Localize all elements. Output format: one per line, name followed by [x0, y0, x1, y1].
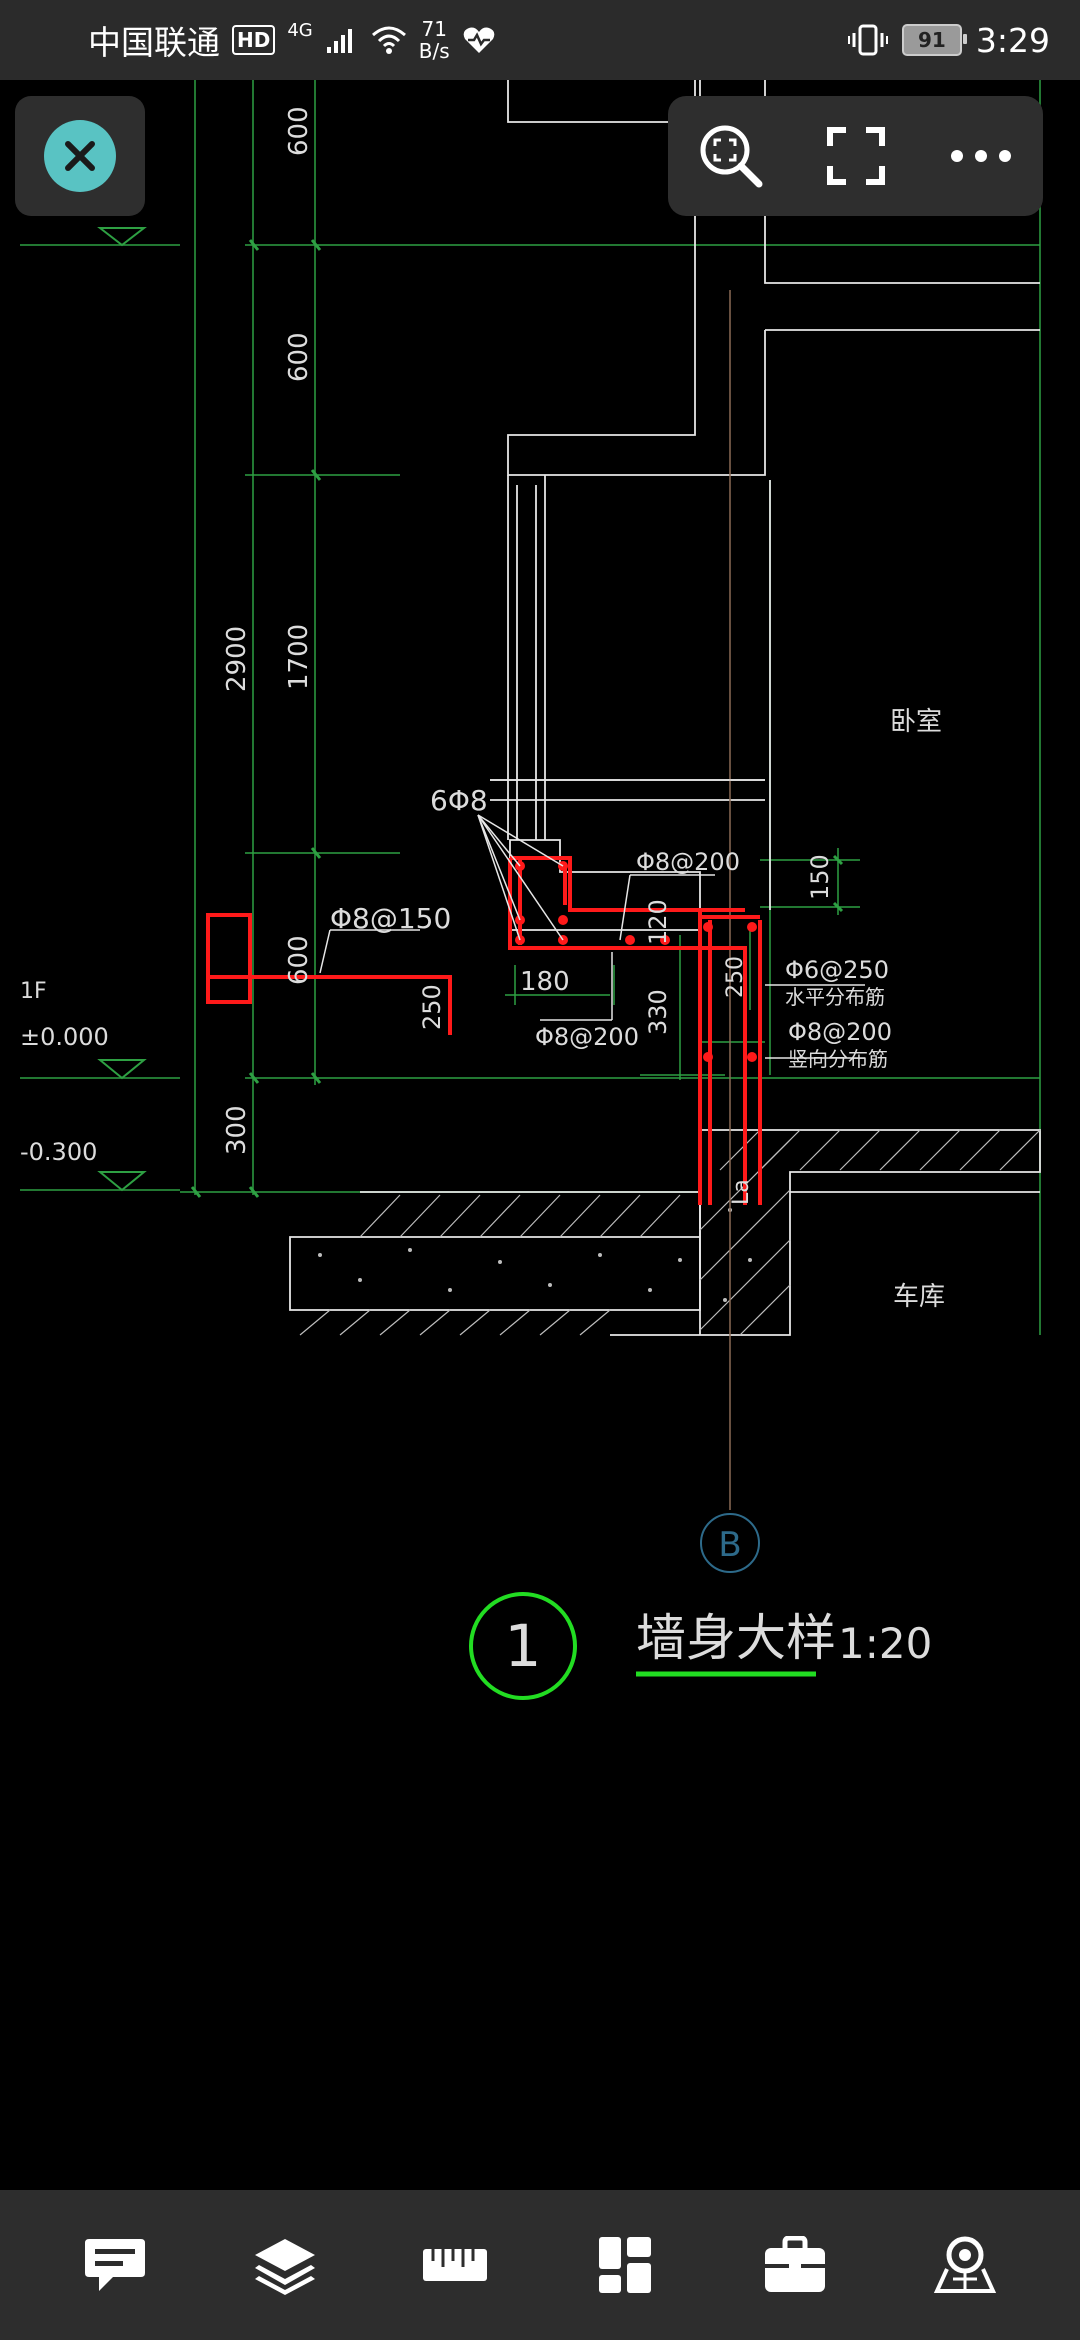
network-type: 4G [287, 20, 313, 41]
measure-button[interactable] [400, 2210, 510, 2320]
layers-icon [255, 2239, 315, 2295]
dim-text-600-low: 600 [284, 935, 314, 985]
close-icon [65, 141, 95, 171]
dim-text-180: 180 [520, 967, 570, 997]
more-icon [950, 150, 1011, 162]
vibrate-icon [847, 24, 888, 56]
dimension-ticks [190, 239, 844, 1198]
rebar-phi8-150-text: Φ8@150 [330, 902, 451, 935]
layout-button[interactable] [570, 2210, 680, 2320]
toolbox-button[interactable] [740, 2210, 850, 2320]
battery-indicator: 91 [901, 24, 967, 56]
rebar-phi8-200-top-text: Φ8@200 [636, 848, 740, 876]
hatch-pattern [299, 1129, 1041, 1336]
view-tools-panel [668, 96, 1043, 216]
level-minus-text: -0.300 [20, 1138, 97, 1166]
toolbox-icon [765, 2236, 825, 2292]
zoom-fit-icon [700, 125, 762, 188]
note-horizontal-text: 水平分布筋 [785, 985, 885, 1009]
status-bar: 中国联通 HD 4G 71 B/s 91 3:29 [0, 0, 1080, 80]
hd-badge: HD [232, 25, 276, 55]
leader-lines [319, 779, 865, 1059]
clock: 3:29 [975, 20, 1050, 60]
view-3d-icon [933, 2236, 997, 2293]
la-text: La [729, 1179, 754, 1205]
close-panel [15, 96, 145, 216]
dim-text-600-mid: 600 [284, 332, 314, 382]
room-bedroom-text: 卧室 [890, 707, 942, 737]
status-right: 91 3:29 [847, 0, 1050, 80]
detail-number: 1 [505, 1612, 542, 1680]
dim-text-1700: 1700 [284, 624, 314, 690]
ruler-icon [423, 2249, 487, 2281]
dimension-lines [20, 80, 1041, 1335]
cad-drawing[interactable]: B 2900 300 600 600 1700 [0, 80, 1080, 2190]
detail-circle [469, 1592, 577, 1700]
concrete-fill [318, 1208, 752, 1302]
rebar-phi8-200-bottom-text: Φ8@200 [535, 1023, 639, 1051]
fullscreen-button[interactable] [811, 111, 901, 201]
rebar-dots [515, 861, 757, 1062]
net-speed: 71 B/s [418, 17, 450, 63]
rebar-6phi8-text: 6Φ8 [430, 784, 488, 817]
dim-text-250-mid: 250 [723, 956, 748, 998]
wifi-icon [371, 26, 406, 54]
layers-button[interactable] [230, 2210, 340, 2320]
level-zero-text: ±0.000 [20, 1023, 109, 1051]
detail-scale: 1:20 [838, 1619, 932, 1668]
comment-icon [85, 2239, 145, 2291]
axis-bubble [700, 1513, 760, 1573]
rebar-phi6-250-text: Φ6@250 [785, 956, 889, 984]
close-button[interactable] [44, 120, 116, 192]
zoom-fit-button[interactable] [686, 111, 776, 201]
status-left: 中国联通 HD 4G 71 B/s [88, 0, 496, 80]
level-markers [97, 227, 147, 1192]
dim-text-2900: 2900 [222, 626, 252, 692]
level-1f-text: 1F [20, 979, 47, 1004]
heart-rate-icon [463, 27, 494, 53]
more-button[interactable] [936, 111, 1026, 201]
dim-text-250-left: 250 [418, 984, 446, 1030]
note-vertical-text: 竖向分布筋 [788, 1047, 888, 1071]
bottom-toolbar [0, 2190, 1080, 2340]
carrier-label: 中国联通 [88, 23, 220, 62]
dim-text-330: 330 [644, 989, 672, 1035]
dim-text-150: 150 [806, 854, 834, 900]
layout-icon [599, 2237, 651, 2293]
signal-icon [326, 29, 352, 53]
dim-text-300: 300 [222, 1105, 252, 1155]
axis-label: B [718, 1525, 741, 1565]
comment-button[interactable] [60, 2210, 170, 2320]
detail-title: 墙身大样 [636, 1609, 836, 1667]
annotation-texts: 1F ±0.000 -0.300 6Φ8 Φ8@150 Φ8@200 Φ8@20… [20, 707, 945, 1312]
dim-text-600-top: 600 [284, 106, 314, 156]
rebar-phi8-200-right-text: Φ8@200 [788, 1018, 892, 1046]
detail-title-block: 1 墙身大样 1:20 [469, 1592, 932, 1700]
fullscreen-icon [826, 127, 885, 185]
dim-text-120: 120 [644, 899, 672, 945]
dimension-texts: 2900 300 600 600 1700 600 250 180 120 33… [222, 106, 834, 1155]
rebar-lines [206, 856, 762, 1205]
room-garage-text: 车库 [893, 1282, 945, 1312]
view-3d-button[interactable] [910, 2210, 1020, 2320]
